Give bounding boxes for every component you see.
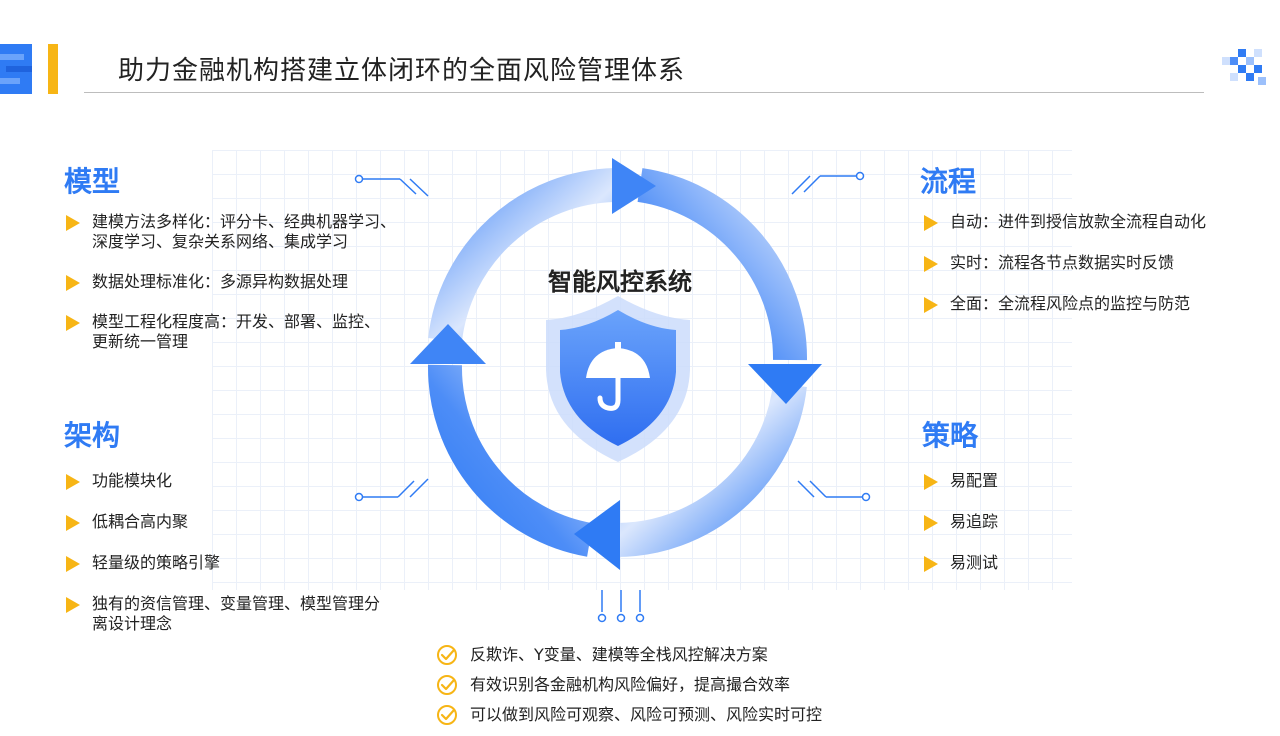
cycle-arc-left	[427, 364, 594, 557]
section-title-process: 流程	[920, 165, 977, 198]
title-accent-bar	[48, 44, 58, 94]
list-item: 自动：进件到授信放款全流程自动化	[922, 212, 1262, 232]
list-item: 功能模块化	[64, 471, 434, 491]
bullet-triangle-icon	[66, 474, 80, 490]
logo-block	[0, 44, 32, 94]
list-item: 易测试	[922, 553, 1122, 573]
list-item: 数据处理标准化：多源异构数据处理	[64, 272, 424, 292]
section-title-architecture: 架构	[64, 419, 121, 452]
bullet-triangle-icon	[924, 474, 938, 490]
check-item: 反欺诈、Y变量、建模等全栈风控解决方案	[436, 643, 822, 673]
connector-top-left	[354, 174, 429, 197]
list-item: 轻量级的策略引擎	[64, 553, 434, 573]
check-circle-icon	[437, 675, 457, 695]
strategy-list: 易配置 易追踪 易测试	[922, 471, 1122, 573]
check-circle-icon	[437, 645, 457, 665]
bullet-triangle-icon	[66, 315, 80, 331]
connector-bottom-left	[354, 478, 429, 502]
bullet-triangle-icon	[66, 275, 80, 291]
list-item: 模型工程化程度高：开发、部署、监控、 更新统一管理	[64, 312, 424, 352]
check-item: 可以做到风险可观察、风险可预测、风险实时可控	[436, 703, 822, 733]
title-divider	[84, 92, 1204, 93]
bullet-triangle-icon	[924, 215, 938, 231]
connector-bottom	[597, 590, 645, 623]
arrowhead-right	[748, 364, 822, 404]
list-item: 易配置	[922, 471, 1122, 491]
bullet-triangle-icon	[924, 515, 938, 531]
architecture-list: 功能模块化 低耦合高内聚 轻量级的策略引擎 独有的资信管理、变量管理、模型管理分…	[64, 471, 434, 634]
bullet-triangle-icon	[66, 215, 80, 231]
bullet-triangle-icon	[924, 297, 938, 313]
arrowhead-top	[612, 158, 656, 214]
connector-bottom-right	[797, 480, 871, 502]
check-list: 反欺诈、Y变量、建模等全栈风控解决方案 有效识别各金融机构风险偏好，提高撮合效率…	[436, 643, 822, 733]
cycle-arc-right	[637, 168, 808, 361]
bullet-triangle-icon	[924, 556, 938, 572]
page-title: 助力金融机构搭建立体闭环的全面风险管理体系	[118, 56, 686, 86]
list-item: 独有的资信管理、变量管理、模型管理分 离设计理念	[64, 594, 434, 634]
model-list: 建模方法多样化：评分卡、经典机器学习、 深度学习、复杂关系网络、集成学习 数据处…	[64, 212, 424, 352]
check-item: 有效识别各金融机构风险偏好，提高撮合效率	[436, 673, 822, 703]
section-title-model: 模型	[64, 165, 121, 198]
bullet-triangle-icon	[66, 597, 80, 613]
arrowhead-bottom	[574, 500, 620, 570]
pixel-decoration-icon	[1222, 47, 1266, 87]
check-circle-icon	[437, 705, 457, 725]
list-item: 建模方法多样化：评分卡、经典机器学习、 深度学习、复杂关系网络、集成学习	[64, 212, 424, 252]
connector-top-right	[791, 171, 865, 195]
umbrella-icon	[586, 348, 650, 378]
process-list: 自动：进件到授信放款全流程自动化 实时：流程各节点数据实时反馈 全面：全流程风险…	[922, 212, 1262, 314]
list-item: 全面：全流程风险点的监控与防范	[922, 294, 1262, 314]
list-item: 易追踪	[922, 512, 1122, 532]
list-item: 实时：流程各节点数据实时反馈	[922, 253, 1262, 273]
center-title: 智能风控系统	[548, 268, 692, 296]
bullet-triangle-icon	[66, 556, 80, 572]
list-item: 低耦合高内聚	[64, 512, 434, 532]
cycle-arc-bottom	[614, 382, 807, 558]
section-title-strategy: 策略	[922, 419, 979, 452]
arrowhead-left	[410, 324, 486, 364]
bullet-triangle-icon	[66, 515, 80, 531]
cycle-arc-top	[428, 168, 616, 343]
bullet-triangle-icon	[924, 256, 938, 272]
